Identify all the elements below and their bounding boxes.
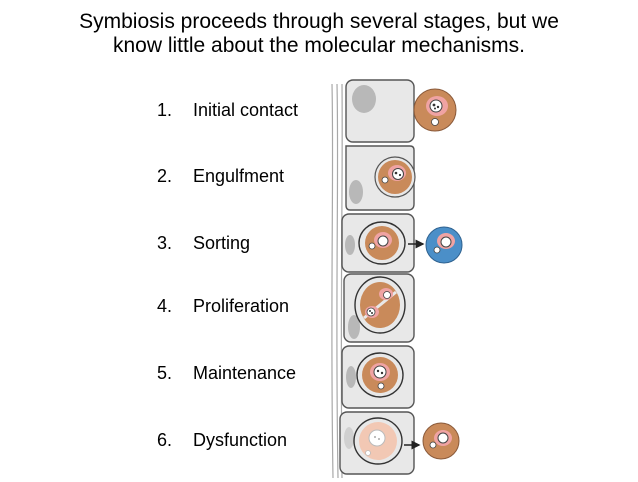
cell-initial-contact <box>345 79 415 143</box>
stage-label-3: 3. Sorting <box>157 233 250 254</box>
stage-number: 6. <box>157 430 173 450</box>
stage-label-1: 1. Initial contact <box>157 100 298 121</box>
host-nucleus <box>345 235 355 255</box>
stage-label-5: 5. Maintenance <box>157 363 296 384</box>
title-line-1: Symbiosis proceeds through several stage… <box>79 10 559 33</box>
symbiont-expelled-dysfunction <box>422 422 460 460</box>
stage-text: Dysfunction <box>193 430 288 450</box>
host-nucleus <box>348 315 360 339</box>
stage-number: 1. <box>157 100 173 120</box>
diagram-title: Symbiosis proceeds through several stage… <box>0 10 638 58</box>
cell-sorting <box>341 213 415 273</box>
symbiont-contacting <box>413 88 457 132</box>
symbiont-expelled <box>425 226 463 264</box>
stage-number: 2. <box>157 166 173 186</box>
cell-dysfunction <box>339 411 415 475</box>
host-nucleus <box>344 427 354 449</box>
host-nucleus <box>349 180 363 204</box>
cell-engulfment <box>345 145 416 211</box>
host-nucleus <box>352 85 376 113</box>
stage-number: 4. <box>157 296 173 316</box>
stage-text: Engulfment <box>193 166 285 186</box>
stage-number: 5. <box>157 363 173 383</box>
host-nucleus <box>346 366 356 388</box>
cell-proliferation <box>343 273 415 343</box>
cell-maintenance <box>341 345 415 409</box>
stage-number: 3. <box>157 233 173 253</box>
stage-text: Proliferation <box>193 296 290 316</box>
stage-text: Maintenance <box>193 363 297 383</box>
stage-label-6: 6. Dysfunction <box>157 430 287 451</box>
stage-label-4: 4. Proliferation <box>157 296 289 317</box>
stage-text: Initial contact <box>193 100 299 120</box>
title-line-2: know little about the molecular mechanis… <box>112 34 526 57</box>
stage-text: Sorting <box>193 233 251 253</box>
stage-label-2: 2. Engulfment <box>157 166 284 187</box>
